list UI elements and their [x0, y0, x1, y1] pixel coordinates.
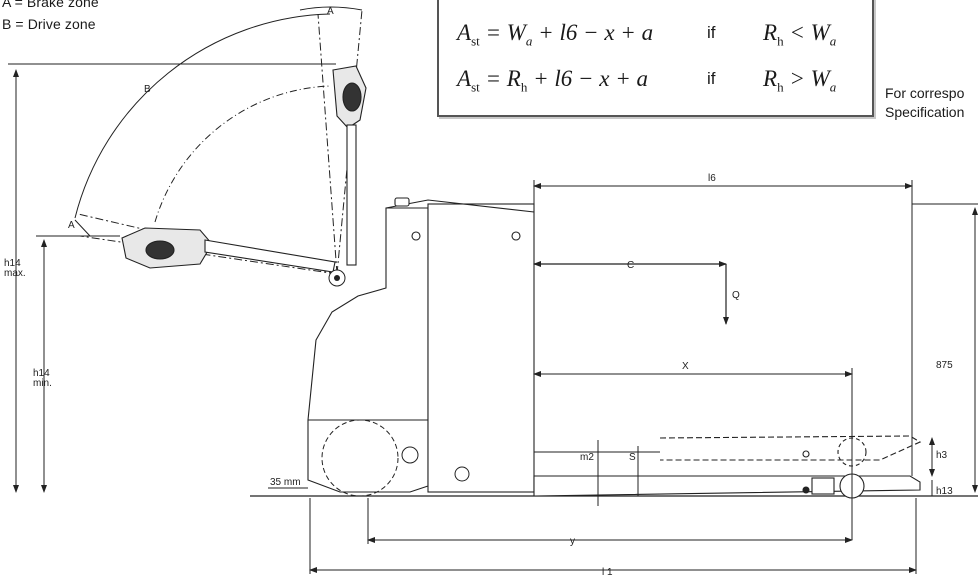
- forks: [533, 435, 922, 499]
- label-s: S: [629, 452, 636, 463]
- tiller-arm-flat: [204, 239, 336, 273]
- drive-wheel-hub: [401, 446, 419, 464]
- arc-brake-zone-left: [74, 219, 91, 237]
- formula-1-if: if: [707, 23, 716, 42]
- bolt-upper-left: [411, 231, 421, 241]
- dim-h14: [8, 63, 336, 493]
- formula-1-lhs-sub: st: [471, 33, 480, 49]
- label-b: B: [144, 84, 151, 95]
- formula-2-lhs-sub: st: [471, 79, 480, 95]
- dim-875: [912, 203, 978, 493]
- key-switch: [394, 197, 410, 207]
- formula-1-cond-op: < W: [789, 20, 830, 45]
- label-x: X: [682, 361, 689, 372]
- note-line-1: For correspo: [885, 85, 965, 101]
- formula-2-cond-op: > W: [789, 66, 830, 91]
- label-h14-min-2: min.: [33, 378, 52, 389]
- formula-2-lhs: A: [457, 66, 472, 91]
- tiller-arcs: [74, 6, 363, 275]
- formula-1-tail: + l6 − x + a: [538, 20, 654, 45]
- formula-1-expr-sub: a: [525, 33, 533, 49]
- dim-x: [533, 368, 853, 540]
- dim-c-q: [533, 261, 729, 325]
- label-c: C: [627, 260, 634, 271]
- formula-2-expr-sub: h: [520, 79, 528, 95]
- formula-1-cond-r: R: [763, 20, 778, 45]
- legend-brake-zone: A = Brake zone: [2, 0, 99, 10]
- tiller-upright: [332, 65, 367, 266]
- label-h14-min-1: h14: [33, 368, 50, 379]
- label-h3: h3: [936, 450, 948, 461]
- label-a-top: A: [327, 6, 334, 17]
- formula-2-tail: + l6 − x + a: [533, 66, 648, 91]
- label-h14-max-1: h14: [4, 258, 21, 269]
- formula-1-cond-sub: h: [777, 33, 784, 49]
- truck-body: [307, 197, 535, 493]
- formula-2-cond-r: R: [763, 66, 778, 91]
- bogie-lowered: [811, 477, 835, 495]
- formula-2-cond-sub2: a: [829, 79, 837, 95]
- arc-brake-zone-top: [299, 6, 363, 11]
- label-h13: h13: [936, 486, 953, 497]
- label-y: y: [570, 536, 575, 547]
- formula-2-expr: = R: [485, 66, 521, 91]
- tiller-pivot-center: [334, 275, 340, 281]
- drive-wheel-outline: [321, 419, 399, 497]
- note-line-2: Specification: [885, 104, 965, 120]
- formula-1-lhs: A: [457, 20, 472, 45]
- tiller-grip-upright: [342, 82, 362, 112]
- tiller-axis-brake-low: [79, 235, 338, 275]
- arc-inner-dashdot: [154, 85, 331, 223]
- label-l6: l6: [708, 173, 716, 184]
- formula-2-if: if: [707, 69, 716, 88]
- label-h14-max-2: max.: [4, 268, 26, 279]
- dim-m2-s: [597, 440, 639, 506]
- formula-row-1: Ast = Wa + l6 − x + a if Rh < Wa: [457, 20, 836, 50]
- arc-drive-zone-b: [74, 13, 331, 219]
- legend-drive-zone: B = Drive zone: [2, 16, 96, 32]
- formula-1-condition: Rh < Wa: [763, 20, 836, 50]
- truck-mast: [427, 203, 535, 493]
- dim-l6: [533, 180, 913, 476]
- formula-1-expr: = W: [485, 20, 526, 45]
- tiller-flat: [121, 227, 336, 273]
- label-875: 875: [936, 360, 953, 371]
- tiller-arm-upright: [346, 124, 357, 266]
- formula-1-cond-sub2: a: [829, 33, 837, 49]
- caster-symbol: [454, 466, 470, 482]
- formula-row-2: Ast = Rh + l6 − x + a if Rh > Wa: [457, 66, 836, 96]
- fork-bolt-raised: [802, 450, 810, 458]
- label-35mm: 35 mm: [270, 477, 301, 488]
- dim-y-l1: [309, 498, 917, 574]
- fork-raised: [659, 435, 922, 461]
- formula-2-condition: Rh > Wa: [763, 66, 836, 96]
- tiller-grip-flat: [145, 240, 175, 260]
- label-a-left: A: [68, 220, 75, 231]
- formula-2-cond-sub: h: [777, 79, 784, 95]
- label-m2: m2: [580, 452, 594, 463]
- label-q: Q: [732, 290, 740, 301]
- fork-bolt-lowered: [802, 486, 810, 494]
- bolt-upper-right: [511, 231, 521, 241]
- label-l1: l 1: [602, 567, 613, 577]
- tiller-axis-upright: [317, 13, 338, 275]
- formula-box: Ast = Wa + l6 − x + a if Rh < Wa Ast = R…: [437, 0, 874, 117]
